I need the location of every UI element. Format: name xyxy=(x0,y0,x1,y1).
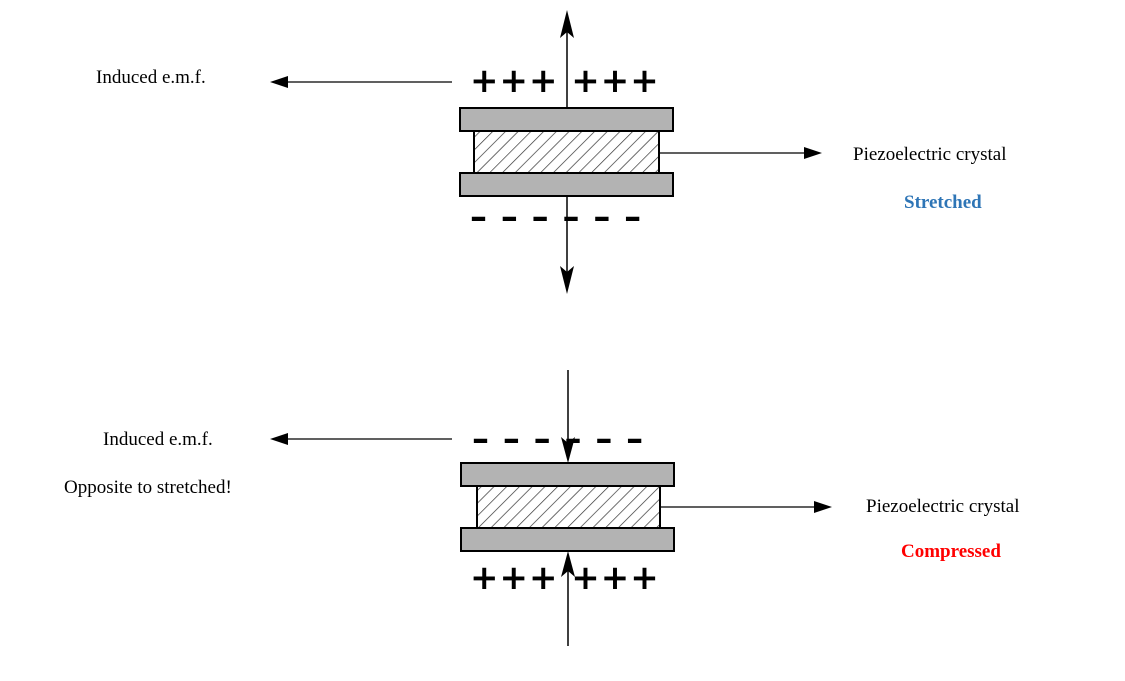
stretch-arrow-up-head xyxy=(560,10,574,38)
stretched-assembly xyxy=(270,10,822,294)
compressed-assembly xyxy=(270,370,832,646)
top-emf-arrow-head xyxy=(270,76,288,88)
bottom-negative-charges: – – – – – – xyxy=(472,419,645,459)
bottom-crystal-arrow-head xyxy=(814,501,832,513)
top-negative-charges: – – – – – – xyxy=(470,197,643,237)
bottom-emf-arrow-head xyxy=(270,433,288,445)
bottom-crystal-label: Piezoelectric crystal xyxy=(866,496,1020,517)
bottom-plate-upper xyxy=(460,462,675,487)
bottom-positive-charges: +++ +++ xyxy=(470,558,660,598)
top-plate-upper xyxy=(459,107,674,132)
compress-arrow-down-head xyxy=(561,437,575,463)
top-plate-lower xyxy=(459,172,674,197)
top-crystal xyxy=(473,130,660,174)
top-crystal-arrow-head xyxy=(804,147,822,159)
top-emf-label: Induced e.m.f. xyxy=(96,67,206,88)
stretched-label: Stretched xyxy=(904,192,982,213)
compressed-label: Compressed xyxy=(901,541,1001,562)
bottom-plate-lower xyxy=(460,527,675,552)
stretch-arrow-down-head xyxy=(560,266,574,294)
top-positive-charges: +++ +++ xyxy=(470,61,660,101)
opposite-note: Opposite to stretched! xyxy=(64,477,232,498)
compress-arrow-up-head xyxy=(561,551,575,577)
top-crystal-label: Piezoelectric crystal xyxy=(853,144,1007,165)
bottom-emf-label: Induced e.m.f. xyxy=(103,429,213,450)
bottom-crystal xyxy=(476,485,661,529)
